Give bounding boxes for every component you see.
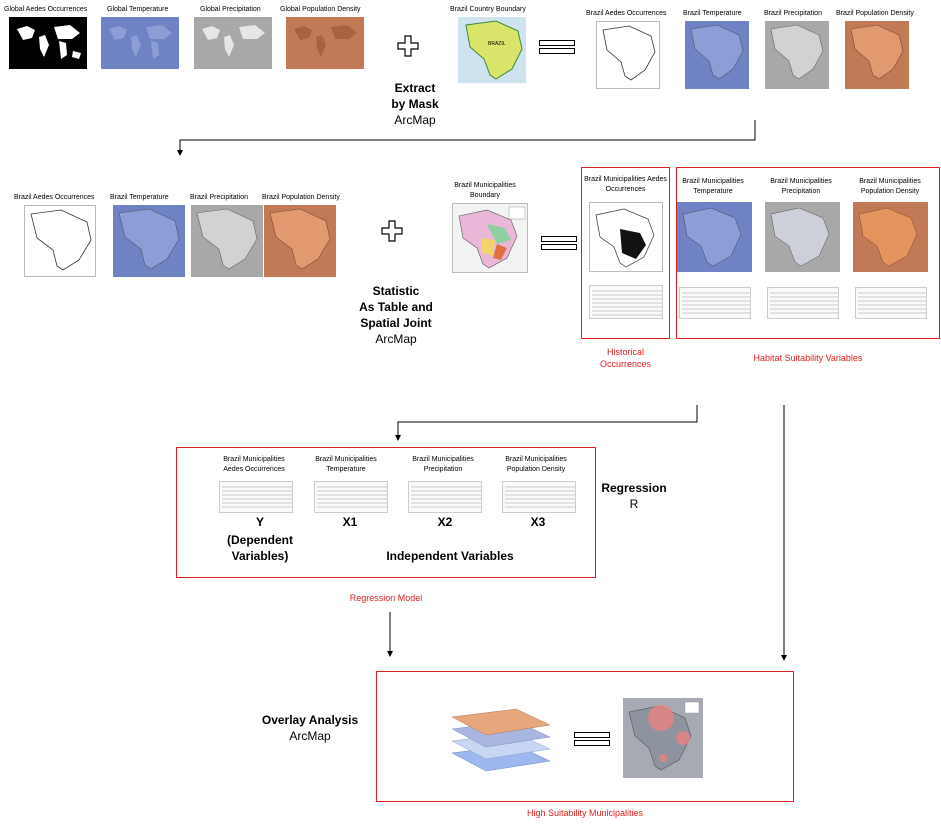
municipalities-boundary-label: Brazil Municipalities Boundary	[454, 182, 516, 199]
brazil-aedes-map	[596, 21, 660, 89]
regression-x1-label: Brazil Municipalities Temperature	[315, 456, 377, 473]
historical-occurrences-box	[581, 167, 670, 339]
equals-icon	[574, 732, 610, 751]
stacked-layers-icon	[446, 705, 556, 775]
equals-icon	[541, 236, 577, 255]
brazil-temperature-map	[685, 21, 749, 89]
global-precipitation-label: Global Precipitation	[200, 6, 261, 13]
global-temperature-label: Global Temperature	[107, 6, 169, 13]
equals-icon	[539, 40, 575, 59]
connector-row2-to-regression	[395, 405, 698, 441]
row2-temperature-map	[113, 205, 185, 277]
historical-occurrences-table	[589, 285, 663, 319]
regression-x1-table	[314, 481, 388, 513]
high-suitability-box	[376, 671, 794, 802]
habitat-temperature-table	[679, 287, 751, 319]
global-population-label: Global Population Density	[280, 6, 361, 13]
regression-x3-label: Brazil Municipalities Population Density	[505, 456, 567, 473]
regression-y-table	[219, 481, 293, 513]
habitat-population-table	[855, 287, 927, 319]
regression-model-caption: Regression Model	[349, 593, 423, 603]
brazil-precipitation-label: Brazil Precipitation	[764, 10, 822, 17]
variable-x2: X2	[437, 515, 453, 529]
row2-precipitation-map	[191, 205, 263, 277]
row2-aedes-map	[24, 205, 96, 277]
row2-precipitation-label: Brazil Precipitation	[190, 194, 248, 201]
global-precipitation-map	[194, 17, 272, 69]
global-population-map	[286, 17, 364, 69]
regression-y-label: Brazil Municipalities Aedes Occurrences	[223, 456, 285, 473]
municipalities-boundary-map	[452, 203, 528, 273]
row2-population-map	[264, 205, 336, 277]
regression-x2-label: Brazil Municipalities Precipitation	[412, 456, 474, 473]
plus-icon	[381, 220, 403, 247]
plus-icon	[397, 35, 419, 62]
variable-y: Y	[255, 515, 264, 529]
independent-variables-label: Independent Variables	[386, 549, 514, 563]
habitat-precipitation-label: Brazil Municipalities Precipitation	[770, 178, 832, 195]
habitat-temperature-map	[677, 202, 752, 272]
row2-population-label: Brazil Population Density	[262, 194, 340, 201]
historical-municipalities-label: Brazil Municipalities Aedes Occurrences	[584, 176, 667, 193]
habitat-precipitation-table	[767, 287, 839, 319]
habitat-suitability-box	[676, 167, 940, 339]
variable-x1: X1	[342, 515, 358, 529]
brazil-population-label: Brazil Population Density	[836, 10, 914, 17]
global-aedes-map	[9, 17, 87, 69]
habitat-precipitation-map	[765, 202, 840, 272]
connector-row1-to-row2	[177, 120, 756, 156]
habitat-population-label: Brazil Municipalities Population Density	[859, 178, 921, 195]
svg-text:BRAZIL: BRAZIL	[488, 41, 506, 47]
brazil-population-map	[845, 21, 909, 89]
brazil-aedes-label: Brazil Aedes Occurrences	[586, 10, 667, 17]
habitat-population-map	[853, 202, 928, 272]
row2-aedes-label: Brazil Aedes Occurrences	[14, 194, 95, 201]
habitat-temperature-label: Brazil Municipalities Temperature	[682, 178, 744, 195]
historical-occurrences-caption: Historical Occurrences	[599, 347, 652, 369]
high-suitability-caption: High Suitability Municipalities	[526, 808, 644, 818]
high-suitability-map	[623, 698, 703, 778]
brazil-precipitation-map	[765, 21, 829, 89]
brazil-boundary-map: BRAZIL	[458, 17, 526, 83]
variable-x3: X3	[530, 515, 546, 529]
global-temperature-map	[101, 17, 179, 69]
dependent-variables-label: (Dependent Variables)	[227, 533, 293, 563]
regression-x2-table	[408, 481, 482, 513]
row2-temperature-label: Brazil Temperature	[110, 194, 169, 201]
regression-x3-table	[502, 481, 576, 513]
historical-municipalities-map	[589, 202, 663, 272]
regression-model-box	[176, 447, 596, 578]
habitat-suitability-caption: Habitat Suitability Variables	[753, 353, 863, 363]
brazil-boundary-label: Brazil Country Boundary	[450, 6, 526, 13]
brazil-temperature-label: Brazil Temperature	[683, 10, 742, 17]
global-aedes-label: Global Aedes Occurrences	[4, 6, 88, 13]
